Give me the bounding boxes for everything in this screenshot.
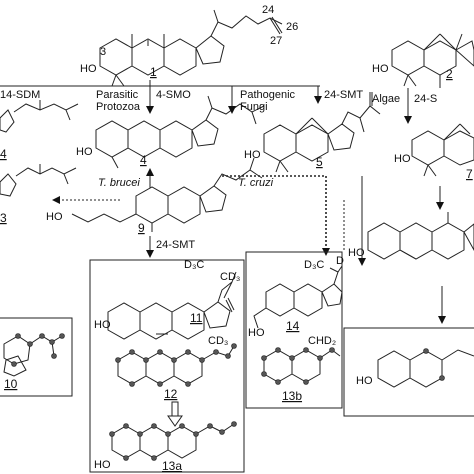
compound-3-number: 3: [0, 211, 7, 225]
right-lower-box: [343, 327, 474, 417]
ho-label-c11: HO: [94, 319, 111, 331]
label-24-smt-right: 24-S: [414, 93, 437, 105]
label-parasitic: Parasitic Protozoa: [96, 89, 141, 113]
ho-label-c14: HO: [248, 327, 265, 339]
box-compound-10: [0, 317, 73, 397]
ho-label-c13a: HO: [94, 459, 111, 471]
compound-9-structure: [71, 157, 263, 232]
compound-3-lower-structure: [0, 164, 77, 197]
compound-11-number: 11: [190, 311, 203, 325]
label-t-brucei: T. brucei: [98, 177, 140, 189]
compound-14-structure: [253, 265, 343, 329]
box-compound-14-13b: [245, 251, 343, 409]
compound-2-number: 2: [446, 67, 453, 81]
box-compound-11-12-13a: [89, 259, 245, 473]
dotted-path-13b: [222, 175, 327, 254]
compound-4-number: 4: [140, 153, 147, 167]
label-14-sdm: 14-SDM: [0, 89, 40, 101]
atom-26-label: 26: [286, 21, 298, 33]
label-4-smo-top: 4-SMO: [156, 89, 191, 101]
hollow-arrow-head: [167, 415, 183, 427]
label-fungi-l1: Pathogenic: [240, 89, 296, 101]
compound-5-number: 5: [316, 155, 323, 169]
arrow-24-smt-mid-head: [146, 250, 154, 258]
ho-label-c4: HO: [76, 146, 93, 158]
compound-9-number: 9: [138, 221, 145, 235]
ho-label-c2: HO: [372, 63, 389, 75]
compound-10-number: 10: [4, 377, 18, 391]
compound-12-number: 12: [164, 387, 178, 401]
arrow-algae-3-head: [438, 316, 446, 324]
compound-13a-number: 13a: [162, 459, 182, 473]
compound-1-number: 1: [150, 65, 157, 79]
ho-label-c5: HO: [244, 149, 261, 161]
d3c-label-c14: D₃C: [304, 259, 324, 271]
label-t-cruzi: T. cruzi: [238, 177, 274, 189]
arrow-5-to-13b-head: [358, 258, 366, 266]
compound-14-number: 14: [286, 319, 300, 333]
label-24-smt-top: 24-SMT: [324, 89, 363, 101]
compound-10-structure: [3, 333, 65, 377]
label-fungi: Pathogenic Fungi: [240, 89, 298, 113]
ho-label-c9: HO: [46, 211, 63, 223]
compound-3-left-structure: [0, 100, 79, 133]
label-parasitic-l2: Protozoa: [96, 101, 141, 113]
compound-7-number: 7: [466, 167, 473, 181]
compound-4-left-number: 4: [0, 147, 7, 161]
d-label-c14: D: [336, 255, 344, 267]
ho-label-algae: HO: [394, 153, 411, 165]
arrow-fungi-head: [228, 106, 236, 114]
compound-11-structure: [107, 271, 237, 340]
cd3-label-c12: CD₃: [208, 335, 228, 347]
arrow-algae-head: [404, 116, 412, 124]
compound-algae-lower-structure: [367, 212, 474, 260]
label-parasitic-l1: Parasitic: [96, 89, 139, 101]
compound-5-structure: [263, 92, 381, 173]
ho-label-algae-lower: HO: [348, 247, 365, 259]
compound-1-structure: [99, 9, 283, 87]
arrow-24-smt-top-head: [314, 96, 322, 104]
atom-27-label: 27: [270, 35, 282, 47]
cd3-label-c11: CD₃: [220, 271, 240, 283]
atom-3-label: 3: [100, 46, 106, 58]
compound-12-structure: [115, 343, 237, 387]
arrow-up-to-4-head: [146, 168, 154, 176]
label-algae: Algae: [372, 93, 400, 105]
label-24-smt-mid: 24-SMT: [156, 239, 195, 251]
hollow-arrow-shaft: [171, 401, 179, 417]
atom-24-label: 24: [262, 4, 274, 16]
compound-13b-structure: [261, 347, 341, 385]
compound-13a-structure: [109, 421, 237, 461]
compound-13b-number: 13b: [282, 389, 302, 403]
compound-algae-structure: [411, 123, 474, 177]
compound-2-structure: [391, 33, 474, 88]
arrow-4-smo-head: [146, 106, 154, 114]
dotted-arrow-left-head: [52, 196, 60, 204]
ho-label-c1: HO: [80, 63, 97, 75]
chd2-label-c13b: CHD₂: [308, 335, 336, 347]
ho-label-right-box: HO: [356, 375, 373, 387]
d3c-label-c11: D₃C: [184, 259, 204, 271]
arrow-algae-2-head: [436, 202, 444, 210]
compound-right-box-structure: [377, 348, 474, 388]
label-fungi-l2: Fungi: [240, 101, 268, 113]
